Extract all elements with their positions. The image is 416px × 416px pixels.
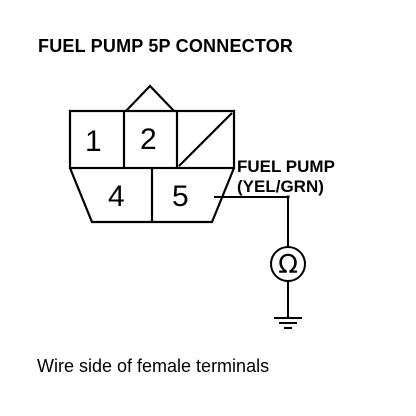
terminal-1-label: 1: [85, 125, 102, 158]
terminal-2-label: 2: [140, 123, 157, 156]
locking-tab: [125, 84, 175, 112]
unused-terminal-slash: [178, 112, 233, 167]
probe-wire: [214, 196, 289, 247]
ground-icon: [274, 317, 302, 329]
wire-label-name: FUEL PUMP: [237, 157, 335, 176]
ohm-symbol: Ω: [278, 250, 298, 280]
terminal-4-label: 4: [108, 180, 125, 213]
diagram-caption: Wire side of female terminals: [37, 356, 269, 376]
connector-body: [68, 84, 236, 224]
diagram-title: FUEL PUMP 5P CONNECTOR: [38, 36, 293, 56]
wire-terminal-dot: [286, 195, 290, 199]
terminal-5-label: 5: [172, 180, 189, 213]
wire-label-color: (YEL/GRN): [237, 177, 324, 196]
